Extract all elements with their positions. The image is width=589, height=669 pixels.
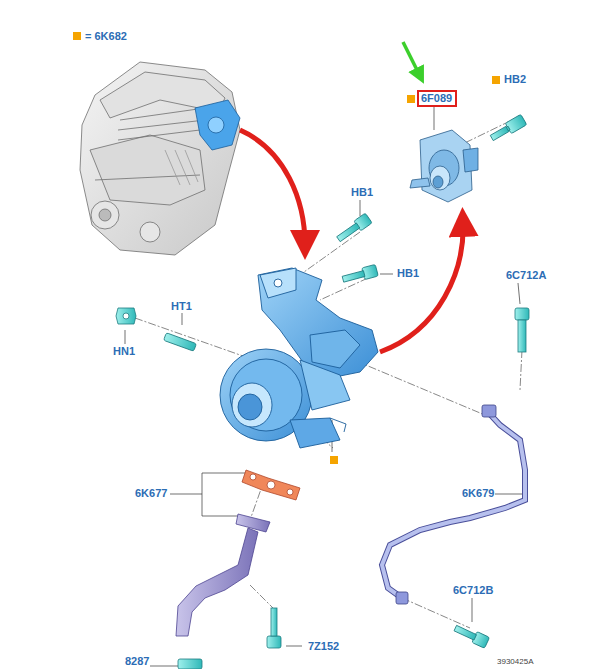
callout-number: HN1 (112, 345, 136, 358)
legend-text: = 6K682 (85, 30, 127, 42)
legend-row: = 6K682 (73, 30, 127, 42)
callout-number: 8287 (124, 655, 150, 668)
callout-number: 6C712B (452, 584, 494, 597)
part-number-box: 6F089 (417, 90, 457, 107)
drawing-number: 3930425A (496, 655, 534, 668)
part-number: 6F089 (419, 92, 455, 105)
callout-number: HB1 (350, 186, 374, 199)
callout-number: HB2 (503, 73, 527, 86)
callout-number: HT1 (170, 300, 193, 313)
callout-number: 7Z152 (307, 640, 340, 653)
callout-number: 6K679 (461, 487, 495, 500)
callout-number: HB1 (396, 267, 420, 280)
legend-swatch (73, 32, 81, 40)
callout-number: 6K677 (134, 487, 168, 500)
callout-number: 6C712A (505, 269, 547, 282)
